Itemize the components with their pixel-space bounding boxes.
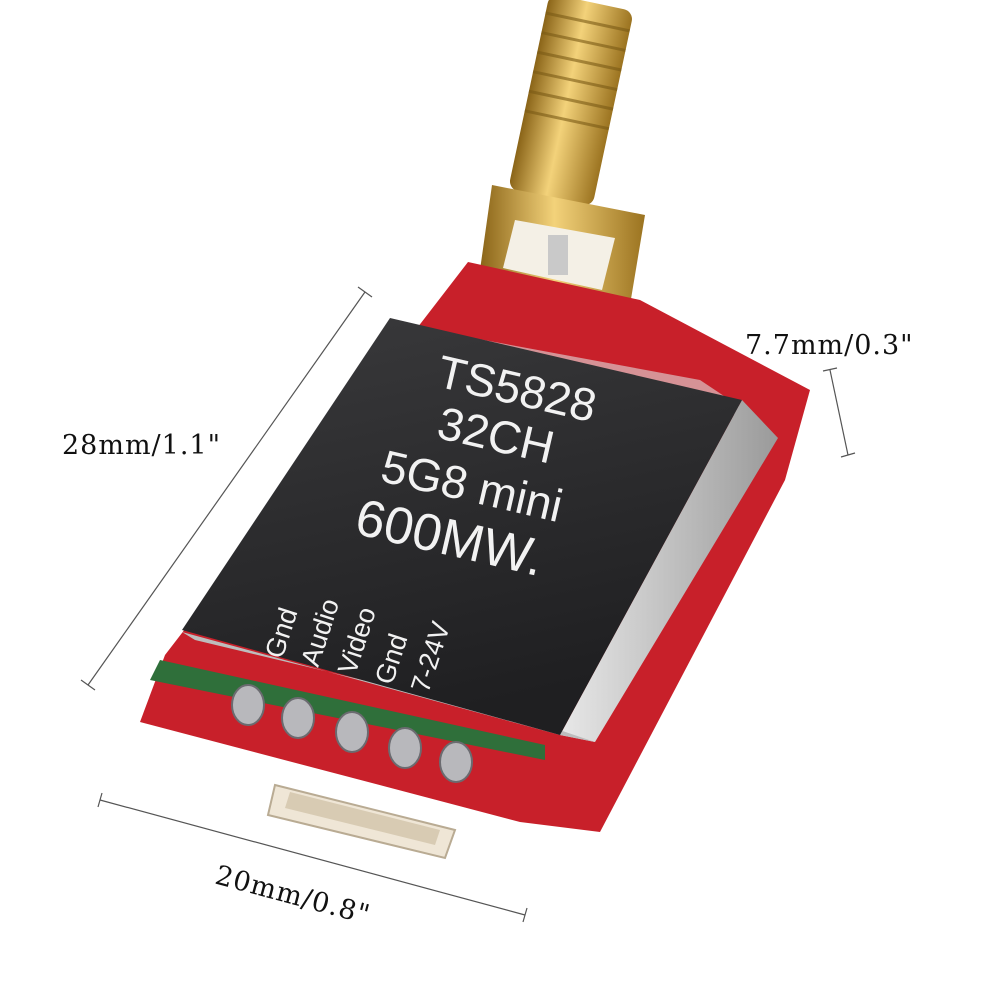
dimension-lines (80, 286, 856, 923)
sma-connector (480, 0, 645, 305)
shield-top (182, 318, 742, 735)
length-dimension-label: 28mm/1.1" (62, 430, 222, 461)
solder-pins (231, 684, 473, 783)
shield-side (560, 400, 778, 742)
thickness-dimension-label: 7.7mm/0.3" (745, 330, 914, 361)
jst-connector (266, 783, 457, 860)
